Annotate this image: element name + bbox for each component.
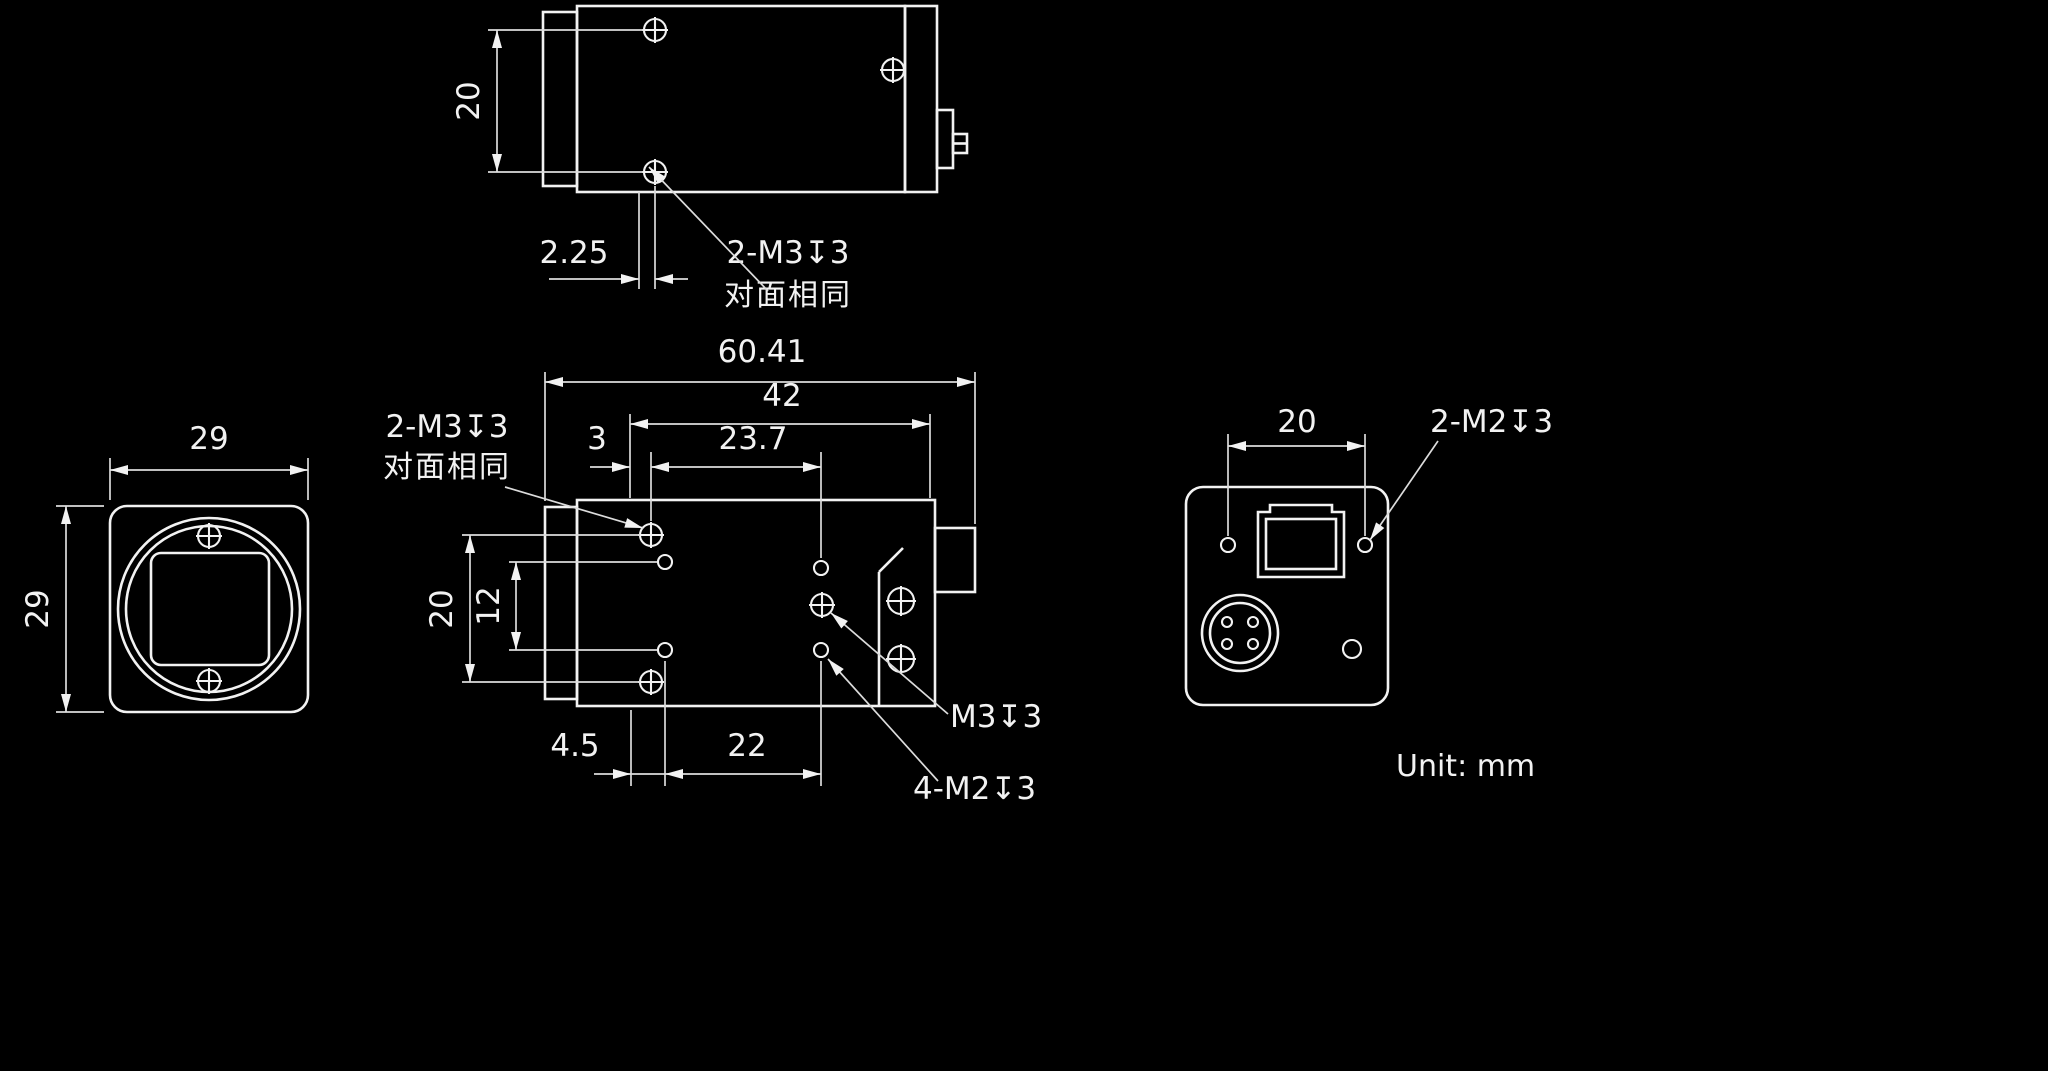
- camera-body: [575, 4, 907, 194]
- dim-side-hole-spacing-vertical: 20: [424, 534, 640, 683]
- dim-front-height: 29: [20, 505, 104, 713]
- thread-callout-note: 对面相同: [724, 278, 852, 313]
- dim-label: 29: [20, 589, 56, 628]
- camera-body: [575, 498, 937, 708]
- screw-hole-m2: [656, 641, 674, 659]
- phillips-screw-top: [880, 57, 906, 83]
- screw-hole-m2: [812, 641, 830, 659]
- screw-hole-m2: [1219, 536, 1237, 554]
- screw-hole-top-left: [642, 17, 668, 43]
- top-view-outline: [541, 4, 969, 194]
- thread-note-4m2: 4-M2↧3: [827, 658, 1036, 807]
- screw-hole-m3-bottom: [638, 669, 664, 695]
- dim-label: 20: [451, 81, 487, 120]
- screw-hole-m3-center: [809, 592, 835, 618]
- connector-boss: [935, 108, 955, 170]
- dim-label: 29: [189, 421, 228, 457]
- lens-mount-outer: [116, 516, 302, 702]
- lens-flange: [541, 10, 579, 188]
- thread-callout: 2-M3↧3: [385, 409, 508, 445]
- dim-total-length: 60.41: [544, 334, 976, 524]
- unit-label: Unit: mm: [1396, 749, 1535, 784]
- connector-pin: [1246, 637, 1260, 651]
- thread-callout: 4-M2↧3: [913, 771, 1036, 807]
- thread-note-top: 2-M3↧3 对面相同: [648, 166, 852, 313]
- phillips-screw-front-bottom: [196, 668, 222, 694]
- status-led-hole: [1341, 638, 1363, 660]
- screw-hole-m2: [812, 559, 830, 577]
- thread-note-side-left: 2-M3↧3 对面相同: [383, 409, 644, 529]
- leader-line: [827, 658, 939, 782]
- dim-label: 4.5: [550, 728, 599, 764]
- connector-pin: [1220, 637, 1234, 651]
- dim-body-length: 42: [629, 378, 931, 498]
- connector-pin: [1220, 615, 1234, 629]
- ethernet-port: [1256, 503, 1346, 579]
- phillips-screw-side-top: [886, 586, 916, 616]
- connector-pin: [1246, 615, 1260, 629]
- thread-note-m3: M3↧3: [830, 612, 1042, 735]
- front-view: 29 29: [20, 421, 310, 714]
- side-view: 60.41 42 3 23.7 20 12: [383, 334, 1042, 807]
- power-connector: [1200, 593, 1280, 673]
- thread-note-rear: 2-M2↧3: [1369, 404, 1553, 541]
- dim-label: 42: [762, 378, 801, 414]
- dim-side-inner-spacing-vertical: 12: [471, 561, 657, 651]
- dim-rear-hole-spacing: 20: [1227, 404, 1366, 536]
- dim-label: 20: [1277, 404, 1316, 440]
- dim-label: 3: [587, 421, 607, 457]
- top-view: 20 2.25 2-M3↧3 对面相同: [451, 4, 969, 313]
- leader-line: [648, 166, 769, 292]
- rear-view: 20 2-M2↧3: [1184, 404, 1553, 707]
- dim-label: 23.7: [718, 421, 787, 457]
- dim-label: 22: [727, 728, 766, 764]
- screw-hole-m2: [656, 553, 674, 571]
- leader-line: [830, 612, 949, 715]
- dim-label: 2.25: [539, 235, 608, 271]
- dim-label: 20: [424, 589, 460, 628]
- screw-hole-m3-top: [638, 522, 664, 548]
- sensor-window: [149, 551, 271, 667]
- phillips-screw-side-bottom: [886, 644, 916, 674]
- thread-callout-note: 对面相同: [383, 450, 511, 485]
- rj45-opening: [1264, 517, 1338, 571]
- dim-label: 12: [471, 586, 507, 625]
- connector-block: [933, 526, 977, 594]
- thread-callout: 2-M3↧3: [726, 235, 849, 271]
- leader-line: [1369, 440, 1439, 541]
- rj45-outline: [1256, 503, 1346, 579]
- m8-connector-inner: [1208, 601, 1272, 665]
- panel-chamfer: [878, 547, 904, 573]
- screw-hole-m2: [1356, 536, 1374, 554]
- screw-hole-bottom-left: [642, 159, 668, 185]
- dim-label: 60.41: [718, 334, 807, 370]
- dim-front-offset-and-span: 3 23.7: [587, 421, 822, 558]
- side-view-outline: [543, 498, 977, 708]
- leader-line: [504, 486, 644, 529]
- camera-rear-outline: [1184, 485, 1390, 707]
- camera-front-outline: [108, 504, 310, 714]
- dim-top-hole-offset: 2.25: [539, 186, 688, 289]
- m8-connector-outer: [1200, 593, 1280, 673]
- dim-bottom-offsets: 4.5 22: [550, 661, 822, 786]
- dim-top-hole-spacing: 20: [451, 29, 643, 173]
- thread-callout: M3↧3: [950, 699, 1042, 735]
- thread-callout: 2-M2↧3: [1430, 404, 1553, 440]
- rear-cap: [903, 4, 939, 194]
- phillips-screw-front-top: [196, 523, 222, 549]
- dim-front-width: 29: [109, 421, 309, 500]
